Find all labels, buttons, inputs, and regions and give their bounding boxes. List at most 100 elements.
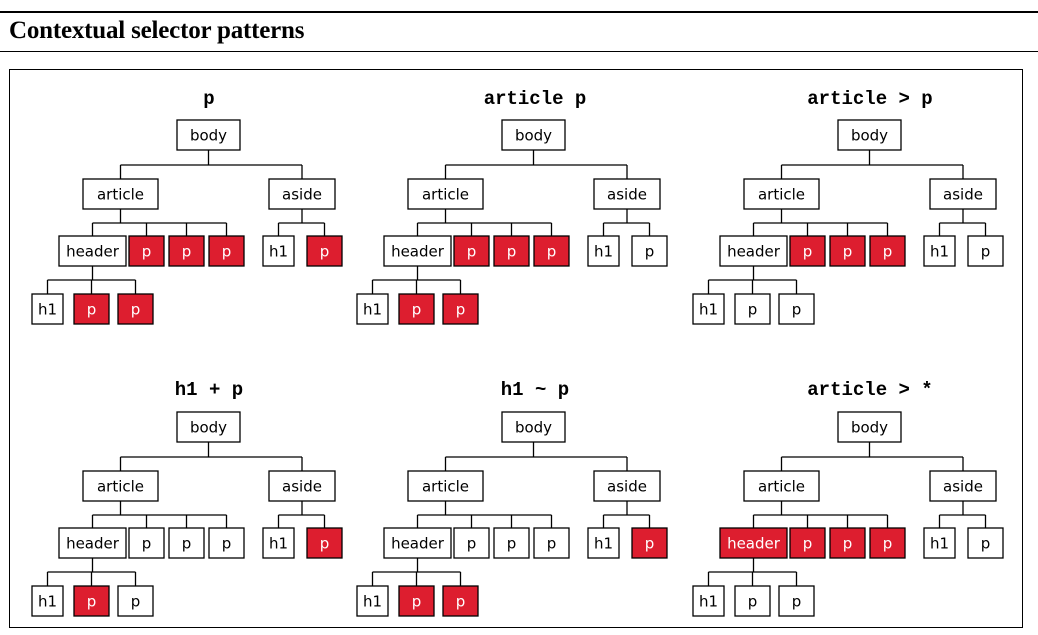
node-label: h1 xyxy=(38,301,57,319)
node-label: header xyxy=(727,243,781,261)
node-label: p xyxy=(456,593,466,611)
element-node-ap3: p xyxy=(869,235,906,267)
node-label: p xyxy=(645,243,655,261)
node-label: h1 xyxy=(930,243,949,261)
top-rule xyxy=(0,11,1038,13)
element-node-pa: p xyxy=(306,235,343,267)
element-node-header: header xyxy=(719,527,788,559)
element-node-hp2: p xyxy=(442,293,479,325)
node-box xyxy=(869,235,906,267)
node-box xyxy=(262,527,295,559)
node-label: header xyxy=(66,535,120,553)
node-box xyxy=(587,527,620,559)
node-box xyxy=(58,527,127,559)
element-node-ap1: p xyxy=(128,527,165,559)
node-label: body xyxy=(851,127,888,145)
element-node-aside: aside xyxy=(593,178,661,210)
element-node-hp1: p xyxy=(73,293,110,325)
node-box xyxy=(73,585,110,617)
node-label: header xyxy=(727,535,781,553)
node-box xyxy=(869,527,906,559)
node-box xyxy=(719,235,788,267)
node-box xyxy=(837,119,902,151)
node-box xyxy=(501,411,566,443)
element-node-body: body xyxy=(176,119,241,151)
element-node-pa: p xyxy=(306,527,343,559)
element-node-body: body xyxy=(837,411,902,443)
node-label: h1 xyxy=(594,243,613,261)
node-label: h1 xyxy=(269,243,288,261)
element-node-h1h: h1 xyxy=(356,585,389,617)
element-node-ap1: p xyxy=(789,235,826,267)
node-label: p xyxy=(222,243,232,261)
element-node-aside: aside xyxy=(268,178,336,210)
node-box xyxy=(268,470,336,502)
node-label: p xyxy=(748,593,758,611)
node-box xyxy=(176,411,241,443)
node-label: h1 xyxy=(363,301,382,319)
node-box xyxy=(208,235,245,267)
element-node-hp1: p xyxy=(734,585,771,617)
node-box xyxy=(829,235,866,267)
node-box xyxy=(789,527,826,559)
element-node-hp2: p xyxy=(442,585,479,617)
element-node-ap1: p xyxy=(453,235,490,267)
node-box xyxy=(778,585,815,617)
node-label: p xyxy=(883,535,893,553)
node-label: article xyxy=(422,478,469,496)
node-box xyxy=(734,293,771,325)
node-label: p xyxy=(131,593,141,611)
element-node-h1h: h1 xyxy=(31,293,64,325)
element-node-article: article xyxy=(82,178,159,210)
node-label: p xyxy=(792,301,802,319)
element-node-hp2: p xyxy=(117,585,154,617)
element-node-body: body xyxy=(837,119,902,151)
node-label: p xyxy=(507,535,517,553)
node-label: p xyxy=(883,243,893,261)
node-label: aside xyxy=(282,478,322,496)
page-title: Contextual selector patterns xyxy=(9,17,305,44)
node-label: p xyxy=(803,243,813,261)
element-node-hp1: p xyxy=(398,585,435,617)
element-node-aside: aside xyxy=(593,470,661,502)
element-node-aside: aside xyxy=(268,470,336,502)
node-label: article xyxy=(422,186,469,204)
node-box xyxy=(262,235,295,267)
node-box xyxy=(929,470,997,502)
element-node-article: article xyxy=(743,470,820,502)
node-box xyxy=(692,585,725,617)
node-label: article xyxy=(758,478,805,496)
element-node-h1a: h1 xyxy=(587,235,620,267)
node-label: p xyxy=(222,535,232,553)
node-box xyxy=(356,293,389,325)
node-box xyxy=(356,585,389,617)
element-node-ap3: p xyxy=(208,527,245,559)
element-node-h1h: h1 xyxy=(31,585,64,617)
selector-label: h1 + p xyxy=(175,379,243,401)
node-label: p xyxy=(131,301,141,319)
node-box xyxy=(73,293,110,325)
node-label: p xyxy=(142,535,152,553)
element-node-h1h: h1 xyxy=(692,293,725,325)
element-node-header: header xyxy=(383,527,452,559)
element-node-pa: p xyxy=(631,527,668,559)
element-node-hp2: p xyxy=(778,585,815,617)
node-label: body xyxy=(515,127,552,145)
title-rule xyxy=(0,51,1038,52)
node-label: h1 xyxy=(699,593,718,611)
element-node-header: header xyxy=(383,235,452,267)
node-label: p xyxy=(142,243,152,261)
node-box xyxy=(929,178,997,210)
node-label: p xyxy=(87,593,97,611)
node-box xyxy=(407,178,484,210)
node-box xyxy=(533,235,570,267)
node-box xyxy=(778,293,815,325)
node-box xyxy=(923,235,956,267)
node-label: p xyxy=(456,301,466,319)
node-label: aside xyxy=(943,186,983,204)
node-label: h1 xyxy=(930,535,949,553)
node-box xyxy=(692,293,725,325)
